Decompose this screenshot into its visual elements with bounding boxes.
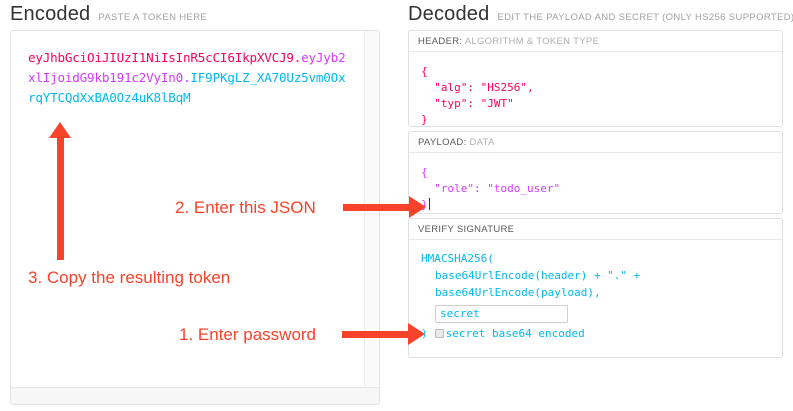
verify-closing-row: ) secret base64 encoded	[409, 327, 782, 340]
encoded-subtitle: PASTE A TOKEN HERE	[98, 12, 208, 23]
decoded-column: HEADER: ALGORITHM & TOKEN TYPE { "alg": …	[408, 30, 783, 362]
annotation-2-arrow-head	[409, 196, 426, 218]
annotation-1-arrow-head	[408, 323, 425, 345]
verify-section-title: VERIFY SIGNATURE	[409, 219, 782, 240]
annotation-2-arrow-shaft	[343, 204, 411, 211]
hmac-line-1: HMACSHA256(	[421, 252, 494, 265]
annotation-1-arrow-shaft	[342, 331, 410, 338]
hmac-line-3: base64UrlEncode(payload),	[435, 286, 601, 299]
encoded-title: Encoded	[10, 3, 91, 25]
payload-json-editor[interactable]: { "role": "todo_user" }	[409, 153, 782, 223]
annotation-3-copy-token: 3. Copy the resulting token	[28, 268, 231, 287]
annotation-1-enter-password: 1. Enter password	[179, 325, 317, 344]
annotation-3-arrow-head	[49, 122, 71, 138]
header-section-title-bold: HEADER:	[418, 36, 463, 47]
decoded-payload-panel: PAYLOAD: DATA { "role": "todo_user" }	[408, 131, 783, 214]
payload-section-title-rest: DATA	[466, 137, 495, 148]
payload-json-code: { "role": "todo_user" }	[421, 166, 561, 211]
token-dot-2: .	[183, 70, 191, 85]
annotation-3-arrow-shaft	[57, 136, 64, 260]
decoded-column-heading: Decoded EDIT THE PAYLOAD AND SECRET (ONL…	[408, 3, 793, 26]
header-section-title: HEADER: ALGORITHM & TOKEN TYPE	[409, 31, 782, 52]
payload-section-title: PAYLOAD: DATA	[409, 132, 782, 153]
decoded-verify-panel: VERIFY SIGNATURE HMACSHA256( base64UrlEn…	[408, 218, 783, 358]
encoded-column-heading: Encoded PASTE A TOKEN HERE	[10, 3, 207, 26]
decoded-header-panel: HEADER: ALGORITHM & TOKEN TYPE { "alg": …	[408, 30, 783, 127]
header-section-title-rest: ALGORITHM & TOKEN TYPE	[462, 36, 600, 47]
hmac-line-2: base64UrlEncode(header) + "." +	[435, 269, 641, 282]
token-header-segment: eyJhbGciOiJIUzI1NiIsInR5cCI6IkpXVCJ9	[28, 50, 294, 65]
token-dot-1: .	[293, 50, 302, 65]
verify-signature-code: HMACSHA256( base64UrlEncode(header) + ".…	[409, 240, 782, 301]
token-signature-segment: IF9PKgLZ_XA70Uz5vm0OxrqYTCQdXxBA0Oz4uK8l…	[28, 70, 346, 105]
token-payload-segment: eyJyb2xlIjoidG9kb191c2VyIn0	[28, 50, 346, 85]
encoded-panel-footer	[11, 387, 379, 404]
header-json-code[interactable]: { "alg": "HS256", "typ": "JWT" }	[421, 65, 534, 126]
secret-input[interactable]	[435, 304, 568, 323]
payload-section-title-bold: PAYLOAD:	[418, 137, 467, 148]
text-caret	[428, 198, 430, 210]
decoded-subtitle: EDIT THE PAYLOAD AND SECRET (ONLY HS256 …	[497, 12, 793, 23]
secret-input-row	[409, 304, 782, 323]
base64-encoded-checkbox[interactable]	[434, 328, 444, 338]
annotation-2-enter-json: 2. Enter this JSON	[175, 198, 316, 217]
decoded-title: Decoded	[408, 3, 490, 25]
encoded-token-text[interactable]: eyJhbGciOiJIUzI1NiIsInR5cCI6IkpXVCJ9.eyJ…	[28, 48, 346, 108]
base64-encoded-label[interactable]: secret base64 encoded	[445, 326, 585, 340]
verify-section-title-bold: VERIFY SIGNATURE	[418, 224, 515, 235]
